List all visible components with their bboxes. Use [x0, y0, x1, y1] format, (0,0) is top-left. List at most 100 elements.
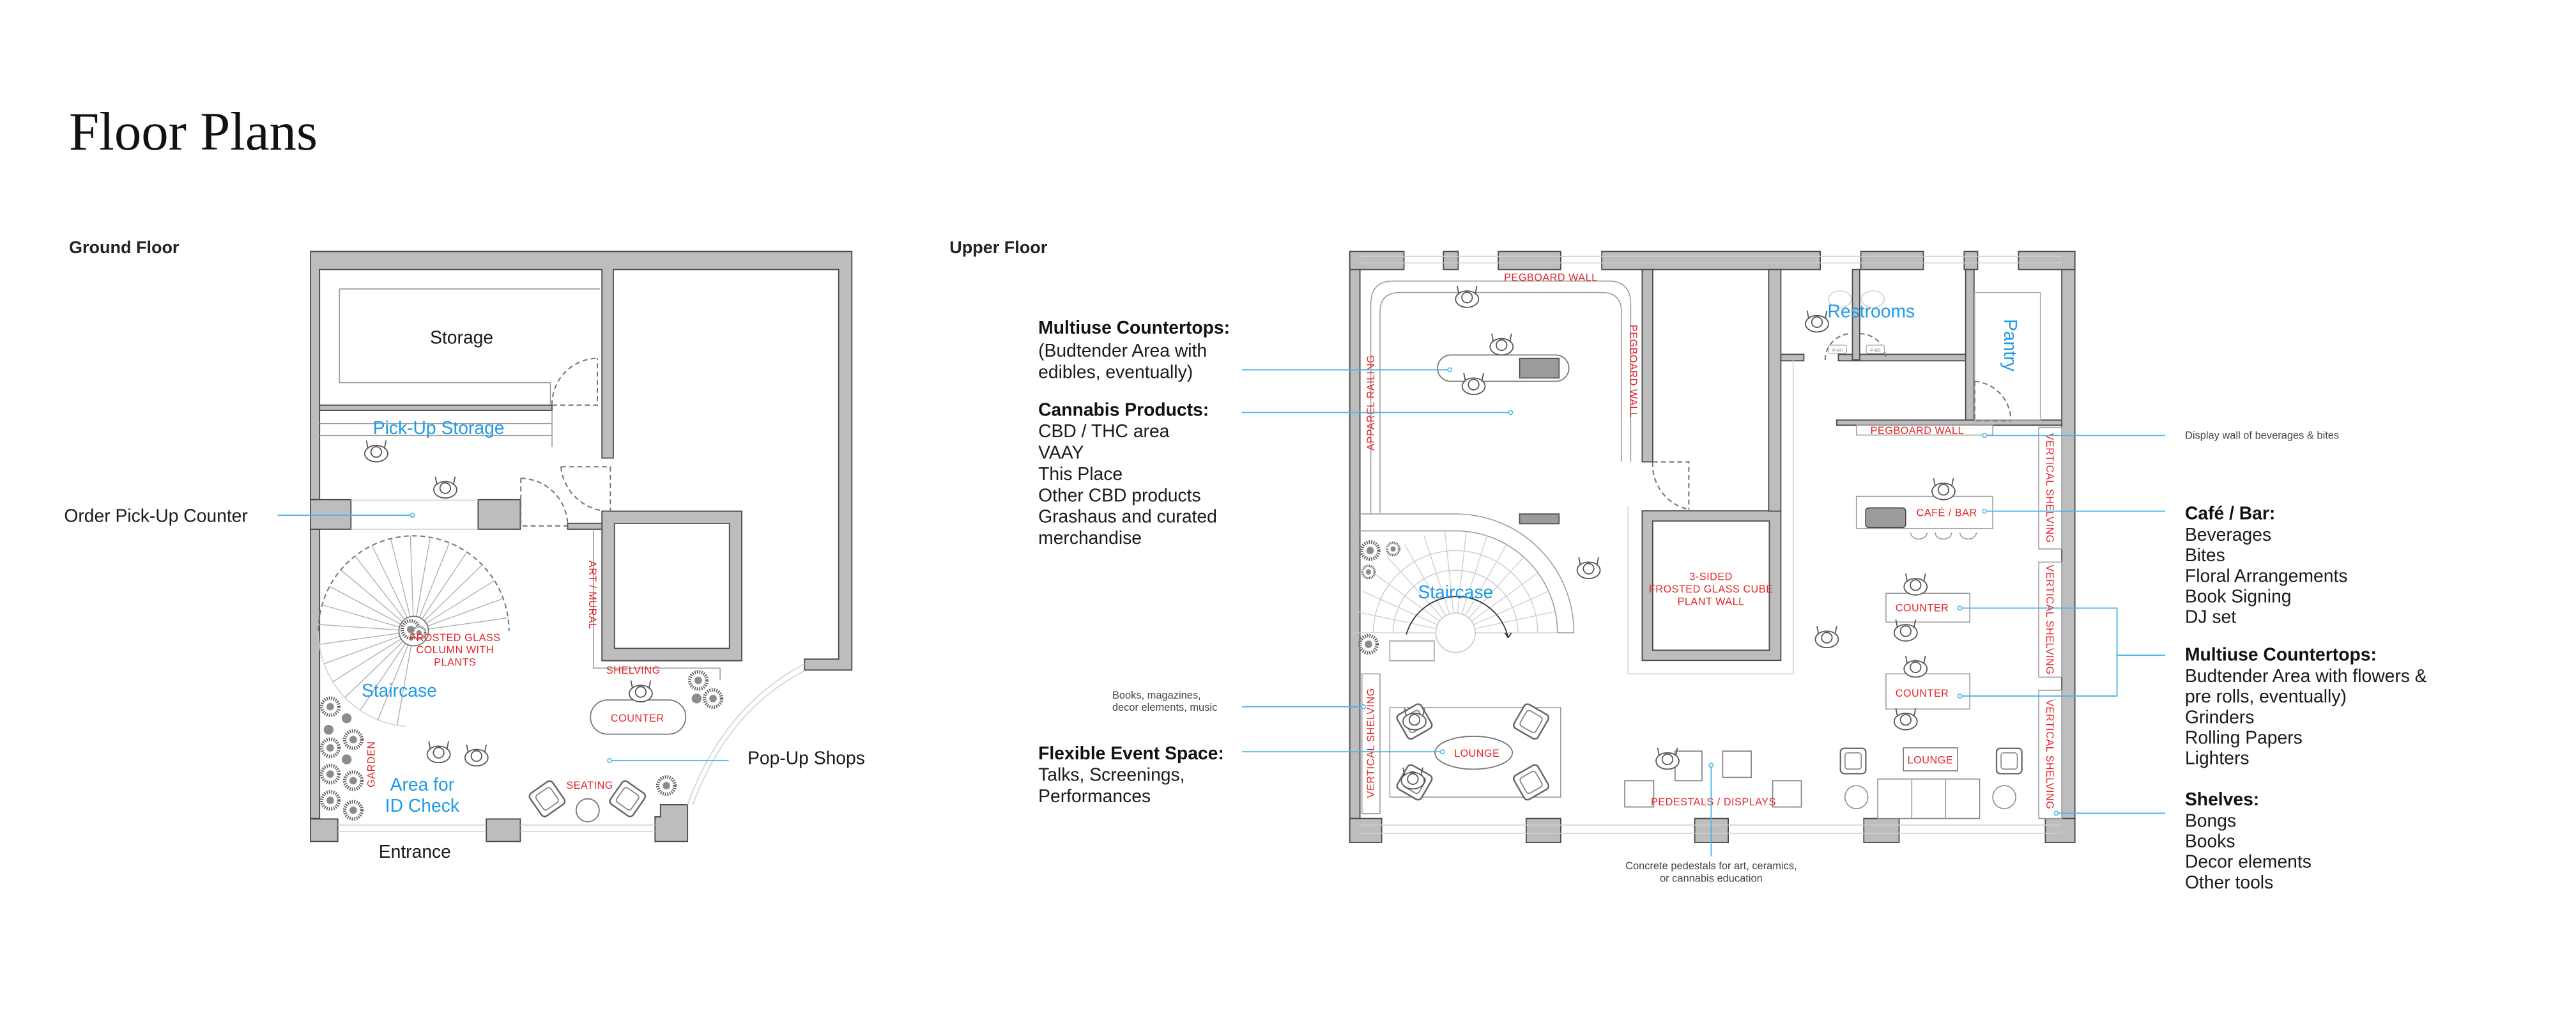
callout-cannabis-products: Cannabis Products: CBD / THC area VAAY T…: [1038, 399, 1514, 548]
stair-step: [371, 545, 408, 618]
callout-line-text: Lighters: [2185, 748, 2250, 768]
stair-step: [1404, 544, 1446, 616]
wall-pier: [1963, 251, 1979, 270]
callout-line-text: Grinders: [2185, 706, 2254, 727]
wall-pier: [1860, 251, 1924, 270]
person-icon: [1893, 708, 1918, 731]
person-icon: [1805, 310, 1829, 333]
fixture-label-vertical-shelving: VERTICAL SHELVING: [2044, 699, 2055, 809]
counter: [1885, 593, 1970, 623]
shelf: [1389, 640, 1435, 662]
staircase: [1353, 513, 1575, 653]
callout-line-text: Performances: [1038, 786, 1151, 806]
fixture-label-art-mural: ART / MURAL: [586, 561, 598, 630]
counter: [1885, 673, 1970, 710]
fixture-label-pegboard-wall: PEGBOARD WALL: [1627, 325, 1639, 418]
wall-pier: [1498, 251, 1561, 270]
sink: [1865, 507, 1906, 529]
callout-line-text: Talks, Screenings,: [1038, 764, 1184, 784]
callout-flexible-event-space: Flexible Event Space: Talks, Screenings,…: [1038, 743, 1445, 806]
wall-pier: [2018, 251, 2076, 270]
entrance-pier-2: [486, 818, 521, 842]
callout-line-text: Budtender Area with flowers &: [2185, 665, 2427, 686]
plant-icon: [323, 724, 334, 735]
callout-books: Books, magazines, decor elements, music: [1112, 690, 1367, 713]
entrance-label: Entrance: [379, 841, 451, 862]
room-label-restrooms: Restrooms: [1827, 300, 1915, 321]
callout-line-text: Other CBD products: [1038, 484, 1200, 505]
sofa-cushions: [1911, 779, 1947, 819]
cube-surround: [1627, 358, 1794, 675]
pantry-shelf: [1974, 291, 2041, 421]
person-icon: [1814, 625, 1839, 649]
fixture-label-apparel-railing: APPAREL RAILING: [1365, 355, 1377, 451]
fixture-label-seating: SEATING: [566, 780, 613, 791]
person-icon: [364, 440, 388, 463]
wall-pier: [1349, 818, 1383, 843]
plant-icon: [321, 739, 339, 756]
fixture-label-lounge: LOUNGE: [1454, 748, 1499, 759]
wall-pier: [1525, 818, 1561, 843]
east-wall: [2061, 251, 2076, 843]
callout-line-text: This Place: [1038, 463, 1123, 484]
room-label-storage: Storage: [430, 327, 493, 347]
vertical-shelving: [1361, 673, 1381, 814]
fixture-label-cube: 3-SIDED: [1689, 571, 1732, 583]
plant-icon: [691, 694, 702, 704]
person-icon: [1931, 477, 1956, 500]
callout-line-text: Display wall of beverages & bites: [2185, 430, 2339, 442]
plant-icon: [658, 777, 675, 795]
fixture-label-vertical-shelving: VERTICAL SHELVING: [2044, 433, 2055, 543]
inner-square-room: [601, 510, 742, 662]
stair-step: [421, 552, 468, 619]
callout-order-pickup-counter: Order Pick-Up Counter: [64, 505, 247, 525]
stair-step: [418, 542, 450, 618]
stair-step: [390, 538, 411, 617]
plant-icon: [1385, 541, 1401, 557]
callout-multiuse-countertops-right: Multiuse Countertops: Budtender Area wit…: [1957, 605, 2427, 768]
callout-line-text: Books: [2185, 831, 2235, 851]
fixture-label-frosted-column: FROSTED GLASS: [410, 632, 501, 644]
stair-step: [1387, 557, 1443, 619]
restroom-wall: [1780, 353, 1805, 362]
storeroom-door: [1652, 461, 1690, 511]
plant-icon: [341, 754, 352, 764]
lounge-chair: [1839, 747, 1867, 775]
plant-icon: [1361, 542, 1379, 559]
person-icon: [1903, 573, 1928, 596]
south-wall: [1349, 818, 2076, 843]
callout-multiuse-countertops-left: Multiuse Countertops: (Budtender Area wi…: [1038, 317, 1453, 382]
callout-line-text: Grashaus and curated: [1038, 506, 1217, 527]
storage-door: [551, 357, 599, 406]
callout-popup-shops: Pop-Up Shops: [747, 748, 865, 768]
stair-step: [415, 537, 431, 617]
apparel-railing-inner: [1379, 291, 1622, 513]
west-wall: [310, 529, 321, 819]
person-icon: [464, 743, 489, 767]
seating-chair: [608, 779, 648, 819]
door-tag: [1866, 345, 1885, 354]
west-wall: [1349, 251, 1361, 843]
garden-plants: [321, 672, 721, 819]
fixture-label-cafe-bar: CAFÉ / BAR: [1917, 506, 1977, 518]
plant-icon: [689, 672, 707, 689]
fixture-label-pegboard-wall: PEGBOARD WALL: [1504, 272, 1597, 284]
entrance-pier-3: [654, 804, 689, 842]
stair-step: [332, 639, 402, 682]
callout-line-text: Decor elements: [2185, 851, 2312, 872]
stair-step: [378, 644, 409, 720]
plant-icon: [344, 772, 362, 789]
entrance-pier-1: [310, 818, 339, 842]
fixture-label-vertical-shelving: VERTICAL SHELVING: [2044, 564, 2055, 674]
pantry-wall: [1965, 268, 1975, 422]
callout-line-text: CBD / THC area: [1038, 421, 1170, 441]
callout-line-text: Concrete pedestals for art, ceramics,: [1625, 860, 1797, 872]
callout-concrete-pedestals: Concrete pedestals for art, ceramics, or…: [1625, 763, 1797, 885]
fixture-label-frosted-column: PLANTS: [434, 656, 476, 668]
callout-line-text: Beverages: [2185, 524, 2271, 545]
pedestal: [1772, 780, 1802, 808]
bar-stools: [1910, 532, 1977, 540]
stair-step: [324, 635, 401, 665]
callout-display-wall: Display wall of beverages & bites: [1982, 430, 2339, 442]
